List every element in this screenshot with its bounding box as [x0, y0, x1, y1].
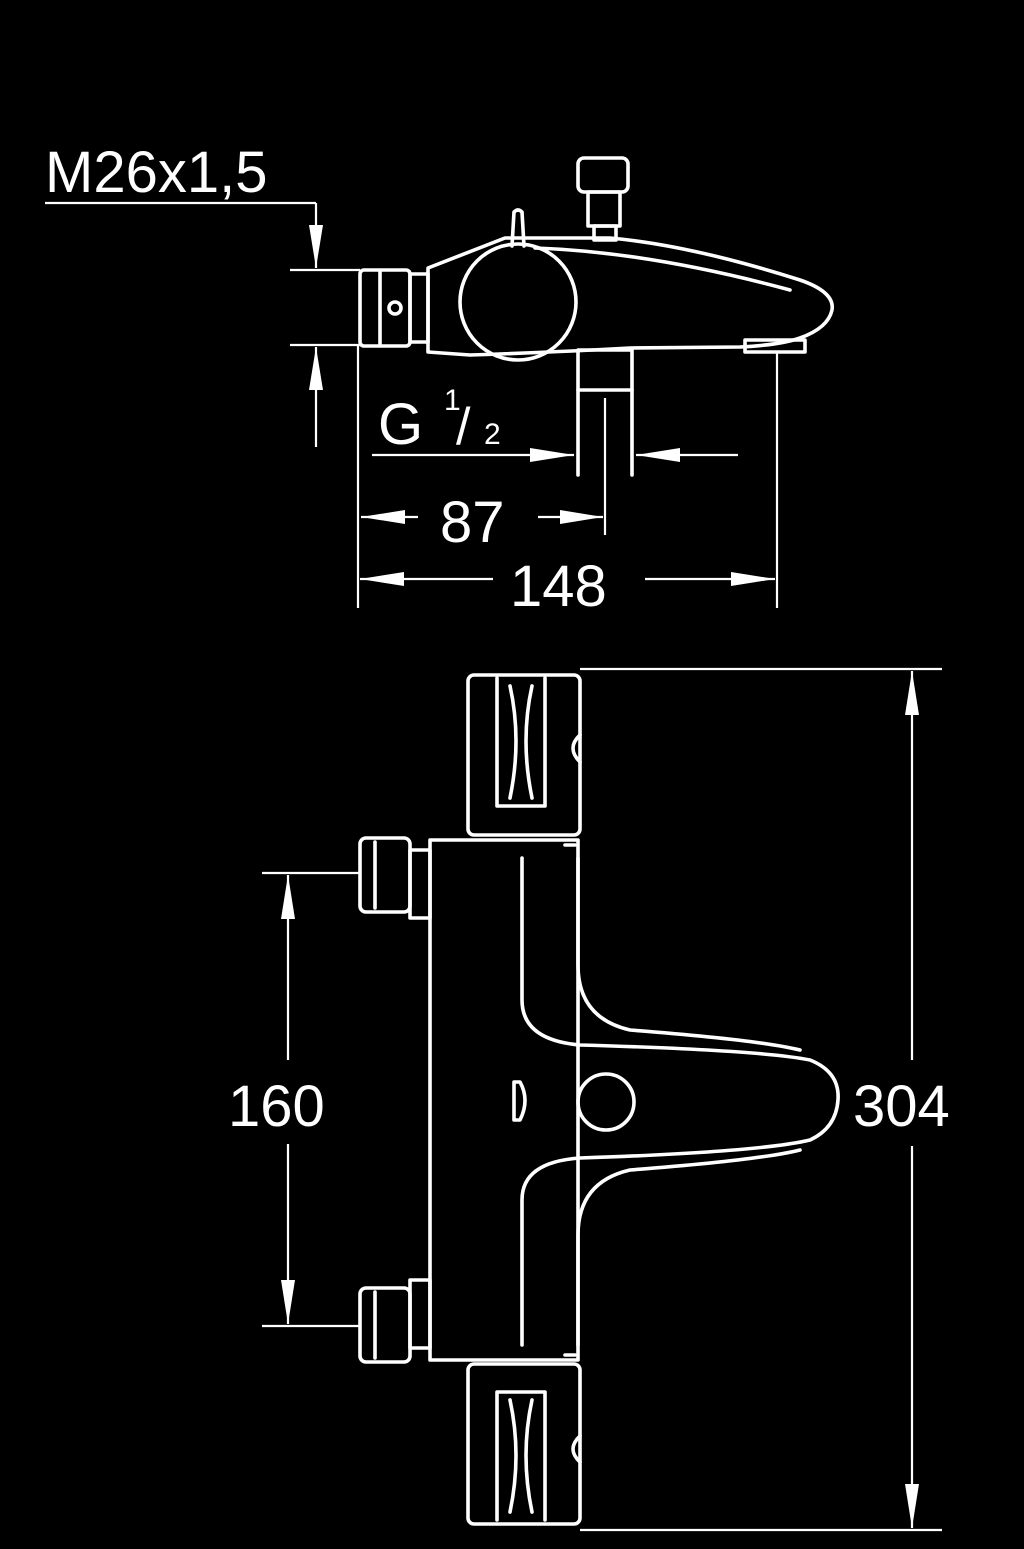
dim-304-arrow-down	[905, 1484, 919, 1528]
dim-148-arrow-left	[360, 572, 404, 586]
front-spout	[520, 856, 840, 1347]
dim-160-arrow-up	[281, 875, 295, 919]
connection-size-label: G 1 / 2	[378, 384, 501, 457]
top-handle-grip	[495, 676, 547, 808]
dim-148-arrow-right	[731, 572, 775, 586]
front-top-inlet	[358, 836, 432, 920]
front-view: 160 304	[228, 667, 950, 1532]
bottom-handle-grip	[495, 1390, 547, 1522]
dim-160-label: 160	[228, 1074, 325, 1139]
mixer-side-outline	[358, 156, 834, 477]
dim-87-label: 87	[440, 490, 505, 555]
connection-arrow-left	[636, 448, 680, 462]
front-indicator-mark	[512, 1080, 527, 1122]
side-flange	[408, 272, 430, 344]
dim-304-arrow-up	[905, 671, 919, 715]
front-bottom-inlet	[358, 1278, 432, 1364]
thread-size-label: M26x1,5	[45, 140, 267, 205]
dim-148-label: 148	[510, 554, 607, 619]
connection-label-num: 1	[444, 384, 461, 417]
front-main-body	[428, 838, 580, 1362]
connection-label-sep: /	[456, 398, 471, 456]
side-nut-hole	[387, 300, 403, 316]
dim-87-arrow-right	[560, 510, 603, 524]
side-aerator	[743, 338, 807, 354]
side-handle	[458, 242, 578, 362]
side-view: M26x1,5 G 1 /	[45, 140, 834, 619]
thread-arrow-up	[309, 347, 323, 390]
connection-label-main: G	[378, 392, 423, 457]
side-diverter-knob	[576, 156, 630, 194]
side-outlet-nut	[576, 348, 634, 392]
side-diverter-collar	[592, 224, 618, 242]
dim-304-label: 304	[853, 1074, 950, 1139]
side-handle-fin	[510, 208, 526, 248]
front-bottom-handle	[466, 1362, 582, 1526]
side-spout-top-line	[533, 246, 792, 292]
dim-160-arrow-down	[281, 1280, 295, 1324]
front-top-handle	[466, 673, 582, 837]
thread-arrow-down	[309, 225, 323, 268]
front-diverter-button	[576, 1072, 636, 1132]
side-body-spout	[426, 236, 834, 357]
dim-87-arrow-left	[361, 510, 405, 524]
connection-arrow-right	[530, 448, 574, 462]
side-diverter-stem	[586, 190, 622, 228]
connection-label-den: 2	[484, 418, 501, 451]
